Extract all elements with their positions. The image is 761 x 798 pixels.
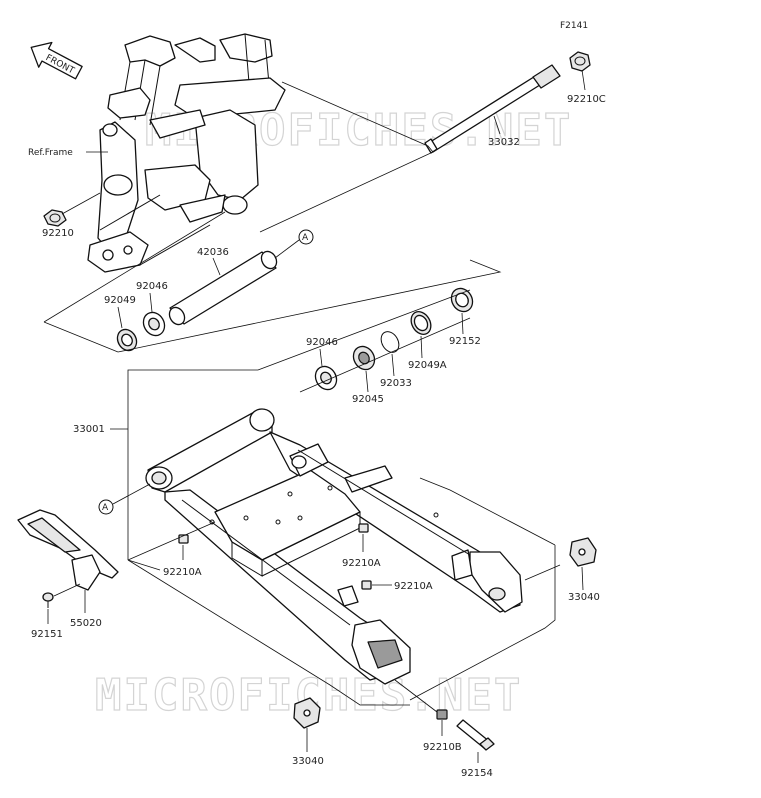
chain-guide-55020	[17, 509, 119, 591]
label-33001: 33001	[73, 424, 105, 435]
label-92045: 92045	[352, 394, 384, 405]
diagram-code: F2141	[560, 21, 588, 31]
label-33040-right: 33040	[568, 592, 600, 603]
seal-92049a	[410, 311, 432, 335]
adjuster-block-33040-bottom	[293, 697, 321, 729]
label-92210a-right: 92210A	[394, 581, 433, 592]
label-92210c: 92210C	[567, 94, 606, 105]
label-92154: 92154	[461, 768, 493, 779]
label-42036: 42036	[197, 247, 229, 258]
label-92152: 92152	[449, 336, 481, 347]
label-92210: 92210	[42, 228, 74, 239]
callout-a-top-text: A	[302, 233, 309, 243]
screw-92151	[42, 592, 54, 608]
bolt-92210a-right	[361, 580, 372, 590]
label-92046-left: 92046	[136, 281, 168, 292]
label-92210b: 92210B	[423, 742, 462, 753]
collar-42036	[168, 250, 278, 326]
label-33032: 33032	[488, 137, 520, 148]
front-arrow-icon: FRONT	[30, 41, 83, 80]
callout-a-top	[298, 229, 314, 245]
bearing-92045	[352, 345, 376, 371]
adjuster-block-33040-right	[569, 537, 597, 567]
label-92033: 92033	[380, 378, 412, 389]
bolt-92210a-left	[178, 534, 189, 544]
label-55020: 55020	[70, 618, 102, 629]
bearing-92152	[450, 287, 474, 313]
seal-92049	[116, 328, 138, 352]
label-92046-right: 92046	[306, 337, 338, 348]
label-92210a-left: 92210A	[163, 567, 202, 578]
frame-assembly	[87, 33, 286, 273]
callout-a-bottom-text: A	[102, 503, 109, 513]
nut-92210c	[569, 51, 591, 72]
label-92151: 92151	[31, 629, 63, 640]
nut-92210b	[436, 709, 448, 720]
swingarm-33001	[145, 408, 523, 685]
label-33040-bottom: 33040	[292, 756, 324, 767]
label-92210a-mid: 92210A	[342, 558, 381, 569]
label-92049a: 92049A	[408, 360, 447, 371]
ref-frame-label: Ref.Frame	[28, 148, 73, 158]
bolt-92154	[456, 719, 495, 751]
bearing-92046-left	[142, 311, 166, 337]
circlip-92033	[380, 331, 400, 353]
bearing-92046-right	[314, 365, 338, 391]
callout-a-bottom	[98, 499, 114, 515]
label-92049: 92049	[104, 295, 136, 306]
nut-92210	[43, 209, 67, 227]
bolt-92210a-mid	[358, 523, 369, 533]
